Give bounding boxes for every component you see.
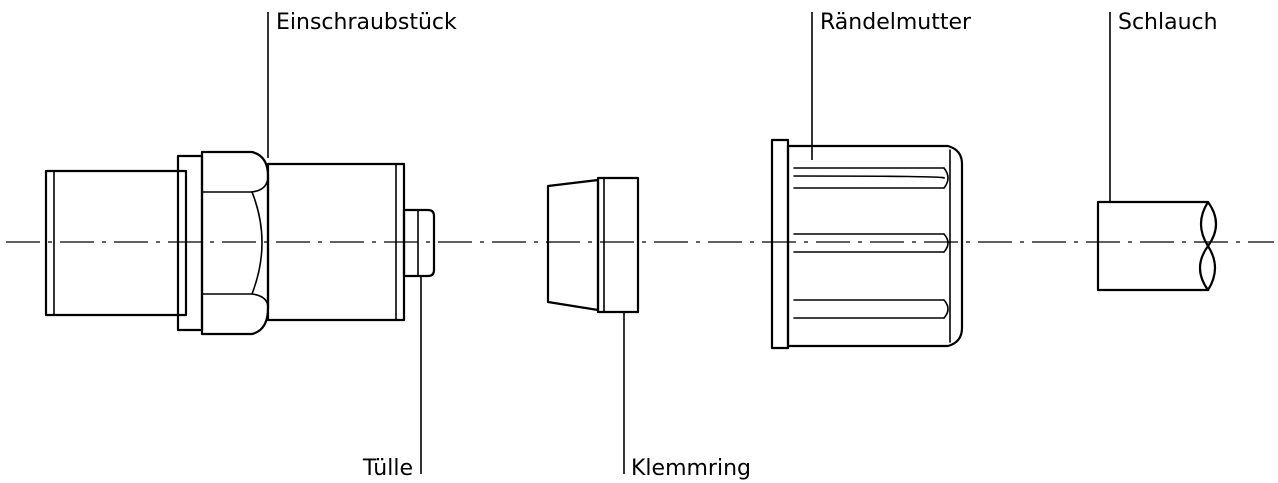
hex-nut bbox=[200, 150, 270, 336]
label-raendelmutter: Rändelmutter bbox=[820, 10, 972, 35]
einschraubstueck-part bbox=[44, 150, 436, 336]
flange-plate bbox=[176, 154, 204, 332]
label-einschraubstueck: Einschraubstück bbox=[276, 10, 457, 35]
klemmring-part bbox=[546, 176, 640, 314]
label-tuelle: Tülle bbox=[362, 456, 413, 481]
thread-section bbox=[44, 169, 188, 317]
label-klemmring: Klemmring bbox=[631, 456, 751, 481]
label-schlauch: Schlauch bbox=[1118, 10, 1218, 35]
tuelle-part bbox=[402, 208, 436, 278]
schlauch-part bbox=[1096, 200, 1218, 292]
raendelmutter-part bbox=[770, 138, 964, 350]
